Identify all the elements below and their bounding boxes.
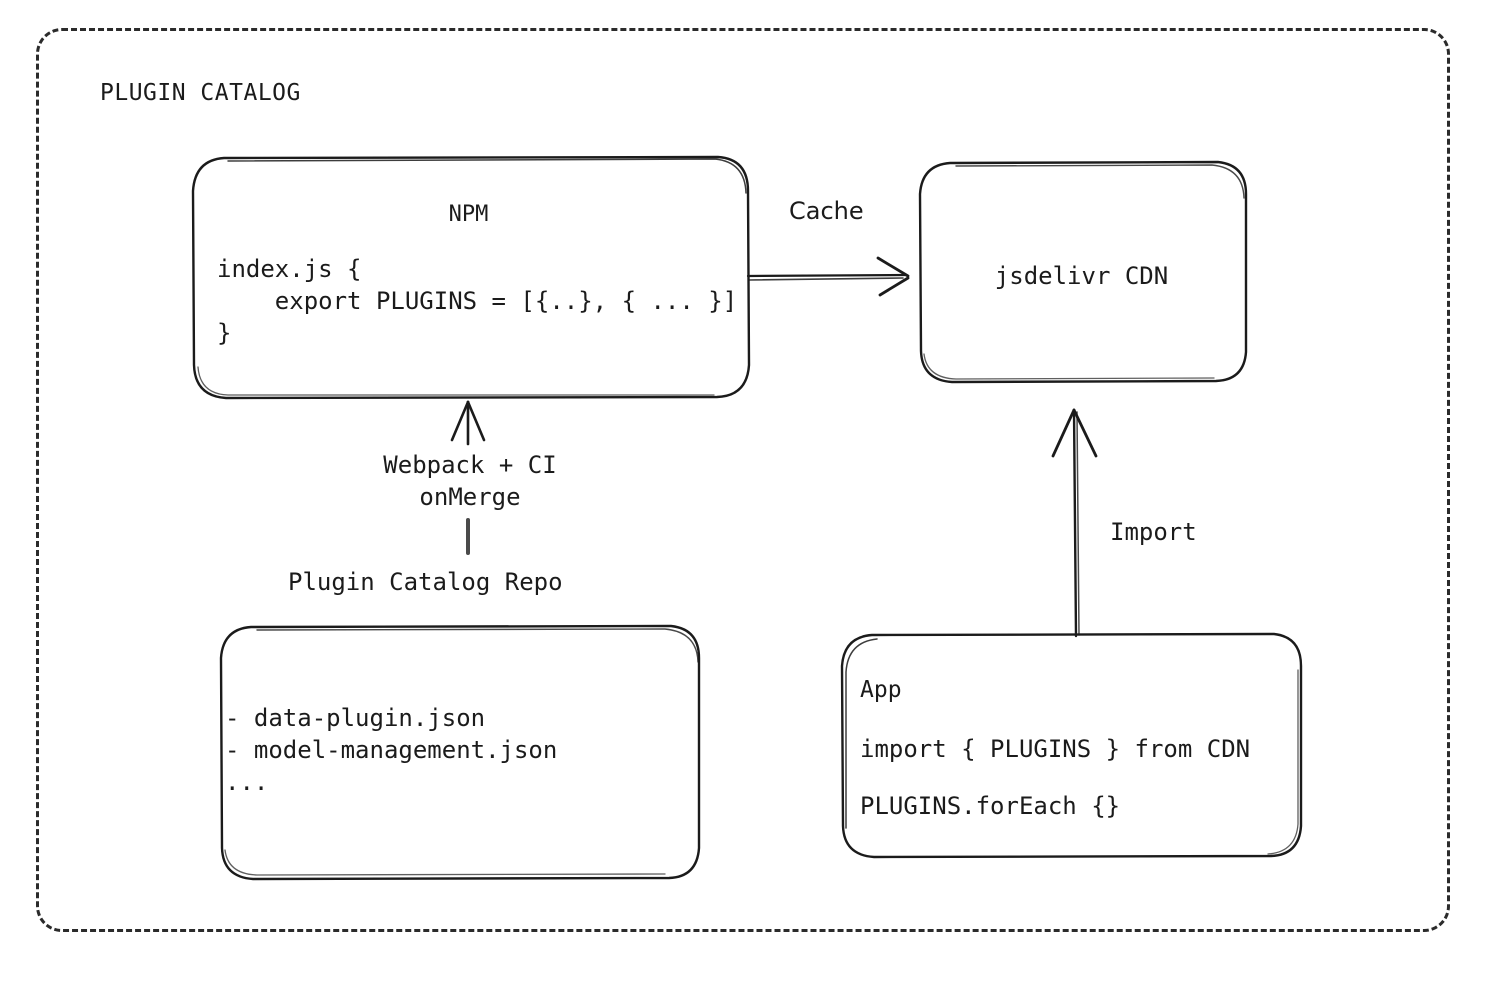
node-cdn-body: jsdelivr CDN [918, 162, 1245, 382]
node-app-code-line-2: PLUGINS.forEach {} [860, 792, 1121, 820]
node-app-title: App [860, 677, 902, 703]
edge-label-import: Import [1110, 518, 1197, 546]
node-npm-code-line-3: } [217, 319, 232, 347]
node-cdn[interactable]: jsdelivr CDN [918, 160, 1248, 384]
plugin-catalog-boundary [36, 28, 1450, 932]
node-npm-code-line-2: export PLUGINS = [{..}, { ... }] [217, 287, 738, 315]
node-app-code-line-1: import { PLUGINS } from CDN [860, 735, 1251, 763]
diagram-title: PLUGIN CATALOG [100, 80, 301, 106]
node-repo-line-2: - model-management.json [225, 736, 558, 764]
edge-label-cache: Cache [789, 197, 864, 225]
node-cdn-title: jsdelivr CDN [994, 262, 1169, 290]
edge-label-webpack-ci: Webpack + CI onMerge [373, 449, 567, 514]
node-npm[interactable]: NPM index.js { export PLUGINS = [{..}, {… [191, 155, 751, 400]
node-npm-body: NPM index.js { export PLUGINS = [{..}, {… [192, 157, 745, 398]
edge-label-webpack-ci-line-2: onMerge [419, 483, 521, 512]
node-npm-code-line-1: index.js { [217, 255, 362, 283]
node-repo-line-3: ... [225, 768, 269, 796]
node-app[interactable]: App import { PLUGINS } from CDN PLUGINS.… [840, 632, 1303, 859]
node-repo[interactable]: - data-plugin.json - model-management.js… [219, 624, 701, 881]
node-app-body: App import { PLUGINS } from CDN PLUGINS.… [840, 634, 1300, 858]
edge-label-webpack-ci-line-1: Webpack + CI [383, 451, 557, 479]
repo-caption: Plugin Catalog Repo [288, 568, 563, 596]
node-repo-line-1: - data-plugin.json [225, 704, 486, 732]
node-repo-body: - data-plugin.json - model-management.js… [219, 626, 698, 880]
node-npm-title: NPM [448, 202, 489, 227]
